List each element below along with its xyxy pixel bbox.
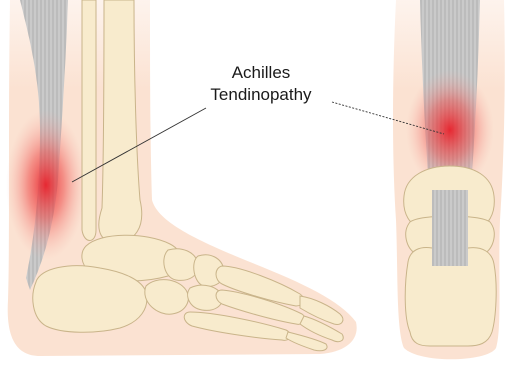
label-line-1: Achilles — [196, 62, 326, 84]
label-line-2: Tendinopathy — [196, 84, 326, 106]
rear-tendon-insertion — [432, 190, 468, 266]
side-inflammation — [6, 110, 86, 260]
condition-label: Achilles Tendinopathy — [196, 62, 326, 106]
fibula-bone — [82, 0, 96, 241]
rear-view-foot — [393, 0, 505, 359]
side-view-foot — [6, 0, 357, 356]
